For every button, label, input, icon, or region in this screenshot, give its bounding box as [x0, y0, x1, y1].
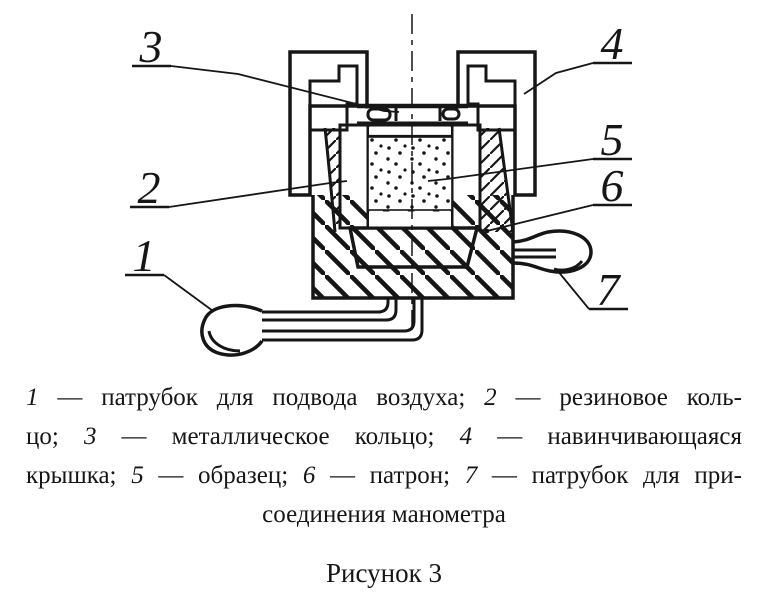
leader-2	[168, 180, 348, 208]
leader-7	[556, 269, 590, 310]
leader-6-tip	[484, 228, 490, 234]
caption-line-2: цо; 3 — металлическое кольцо; 4 — навинч…	[26, 423, 742, 450]
caption-line-3: крышка; 5 — образец; 6 — патрон; 7 — пат…	[26, 462, 742, 489]
leader-6	[486, 204, 594, 232]
air-chamber	[347, 226, 480, 269]
sample-section	[367, 136, 453, 211]
caption-line-1: 1 — патрубок для подвода воздуха; 2 — ре…	[26, 384, 742, 411]
manometer-pipe	[512, 229, 593, 274]
air-inlet-pipe	[200, 298, 424, 357]
under-sample-gap	[369, 211, 451, 227]
callout-2: 2	[138, 162, 161, 213]
cartridge-cone-walls	[323, 127, 515, 233]
callout-numbers: 3 2 1 4 5 6 7	[125, 18, 632, 315]
technical-drawing: 3 2 1 4 5 6 7	[125, 14, 632, 357]
callout-5: 5	[601, 114, 624, 165]
figure-label: Рисунок 3	[326, 558, 442, 588]
caption-line-4: соединения манометра	[262, 501, 506, 528]
leader-1	[163, 274, 214, 312]
callout-1: 1	[133, 230, 156, 281]
leader-5	[427, 158, 594, 182]
leader-lines	[163, 62, 594, 312]
callout-4: 4	[601, 18, 624, 69]
leader-3	[170, 65, 400, 113]
callout-3: 3	[139, 21, 163, 72]
figure-caption: 1 — патрубок для подвода воздуха; 2 — ре…	[26, 378, 742, 534]
callout-6: 6	[601, 160, 624, 211]
callout-7: 7	[597, 264, 622, 315]
leader-4	[523, 62, 594, 95]
cartridge-flanges	[308, 64, 517, 132]
